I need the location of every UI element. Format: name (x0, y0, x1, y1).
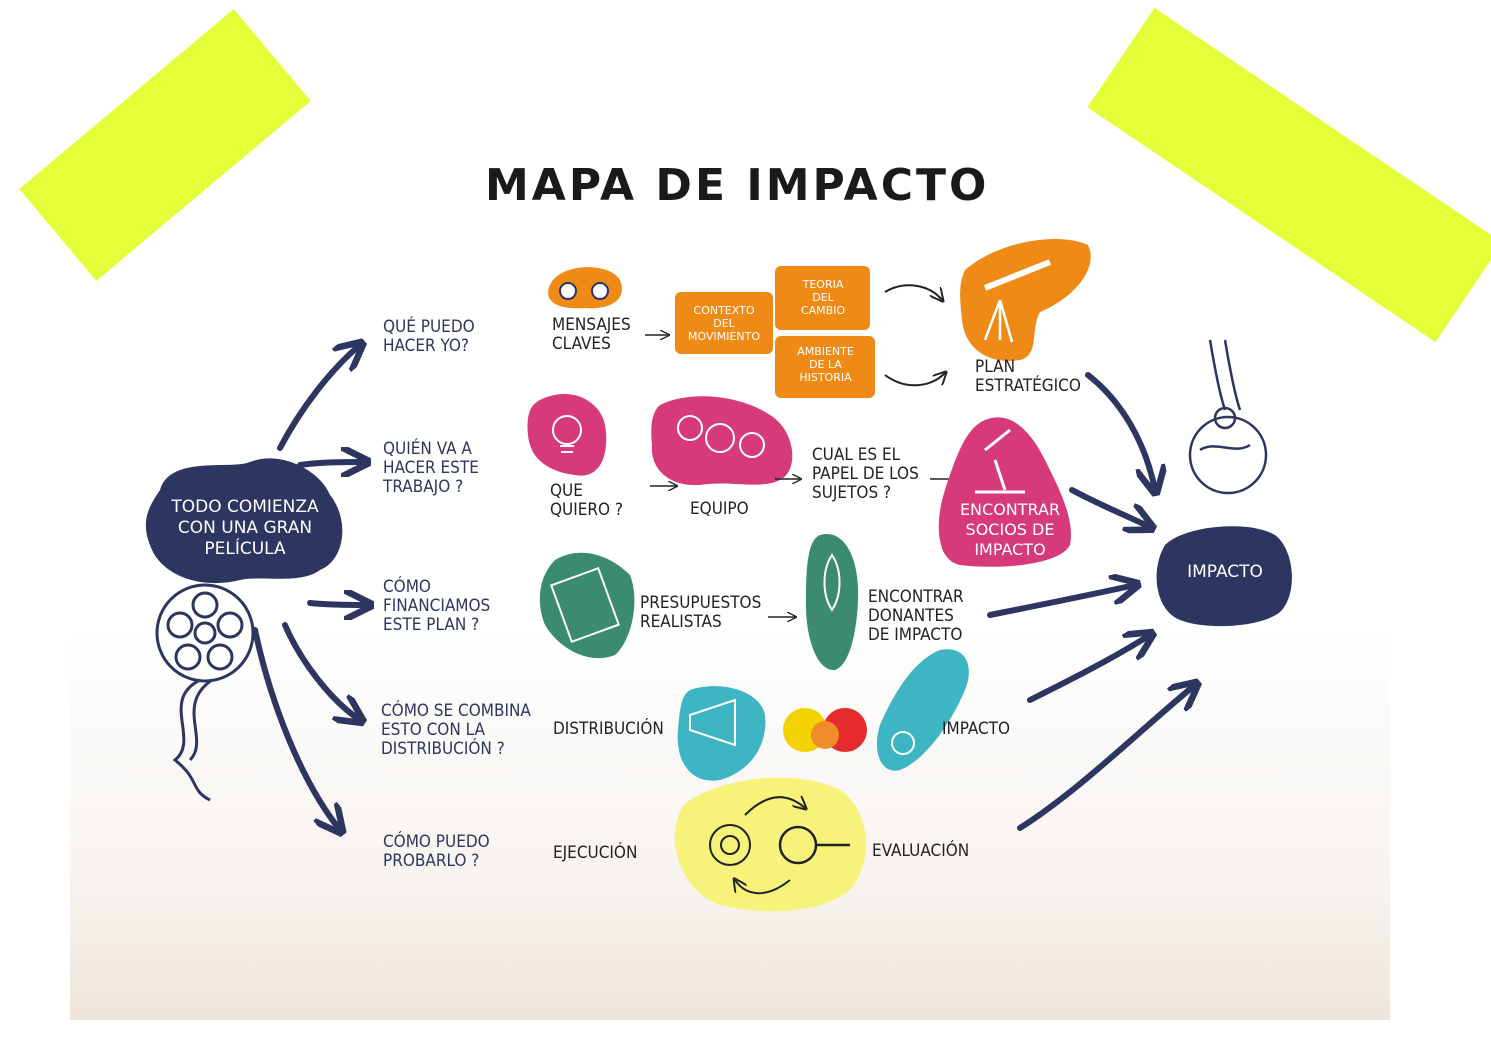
microscope-icon (938, 417, 1071, 567)
box-teoria (775, 266, 870, 330)
binoculars-icon (548, 267, 622, 309)
socios-label: ENCONTRAR SOCIOS DE IMPACTO (959, 500, 1061, 559)
que-quiero-label: QUE QUIERO ? (550, 481, 624, 520)
distribucion-label: DISTRIBUCIÓN (553, 719, 664, 739)
sun-burst-icon (783, 708, 867, 752)
question-3: CÓMO FINANCIAMOS ESTE PLAN ? (383, 577, 491, 635)
papel-label: CUAL ES EL PAPEL DE LOS SUJETOS ? (812, 445, 919, 503)
plan-label: PLAN ESTRATÉGICO (975, 357, 1081, 396)
donantes-label: ENCONTRAR DONANTES DE IMPACTO (868, 587, 964, 645)
cycle-blob (674, 777, 867, 912)
diagram-title: MAPA DE IMPACTO (485, 160, 990, 211)
converging-arrows (987, 372, 1195, 831)
mensajes-label: MENSAJES CLAVES (552, 315, 631, 354)
impacto-row-label: IMPACTO (942, 719, 1011, 739)
evaluacion-label: EVALUACIÓN (872, 841, 970, 861)
comet-icon (876, 649, 969, 771)
box-contexto (675, 292, 773, 354)
start-label: TODO COMIENZA CON UNA GRAN PELÍCULA (171, 497, 319, 559)
ejecucion-label: EJECUCIÓN (553, 843, 638, 863)
box-ambiente (775, 336, 875, 398)
question-5: CÓMO PUEDO PROBARLO ? (383, 832, 490, 871)
equipo-label: EQUIPO (690, 499, 749, 519)
start-blob (145, 458, 343, 584)
clipboard-icon (539, 552, 635, 659)
gear-icon (709, 824, 751, 866)
meteor-earth-icon (1188, 339, 1268, 495)
megaphone-icon (677, 686, 766, 781)
contexto-label: CONTEXTO DEL MOVIMIENTO (687, 304, 760, 343)
teoria-label: TEORIA DEL CAMBIO (800, 278, 846, 317)
presupuestos-label: PRESUPUESTOS REALISTAS (640, 593, 762, 632)
magnifier-icon (778, 825, 850, 865)
people-heads-icon (651, 396, 793, 486)
question-1: QUÉ PUEDO HACER YO? (383, 317, 475, 356)
film-reel-icon (155, 583, 255, 802)
branch-arrows (252, 345, 368, 830)
question-4: CÓMO SE COMBINA ESTO CON LA DISTRIBUCIÓN… (381, 701, 531, 759)
goal-blob (1156, 526, 1292, 627)
lightbulb-icon (527, 394, 607, 476)
rocket-icon (805, 534, 859, 671)
telescope-icon (960, 238, 1091, 361)
goal-label: IMPACTO (1187, 562, 1263, 582)
question-2: QUIÉN VA A HACER ESTE TRABAJO ? (383, 439, 479, 497)
ambiente-label: AMBIENTE DE LA HISTORIA (797, 345, 854, 384)
